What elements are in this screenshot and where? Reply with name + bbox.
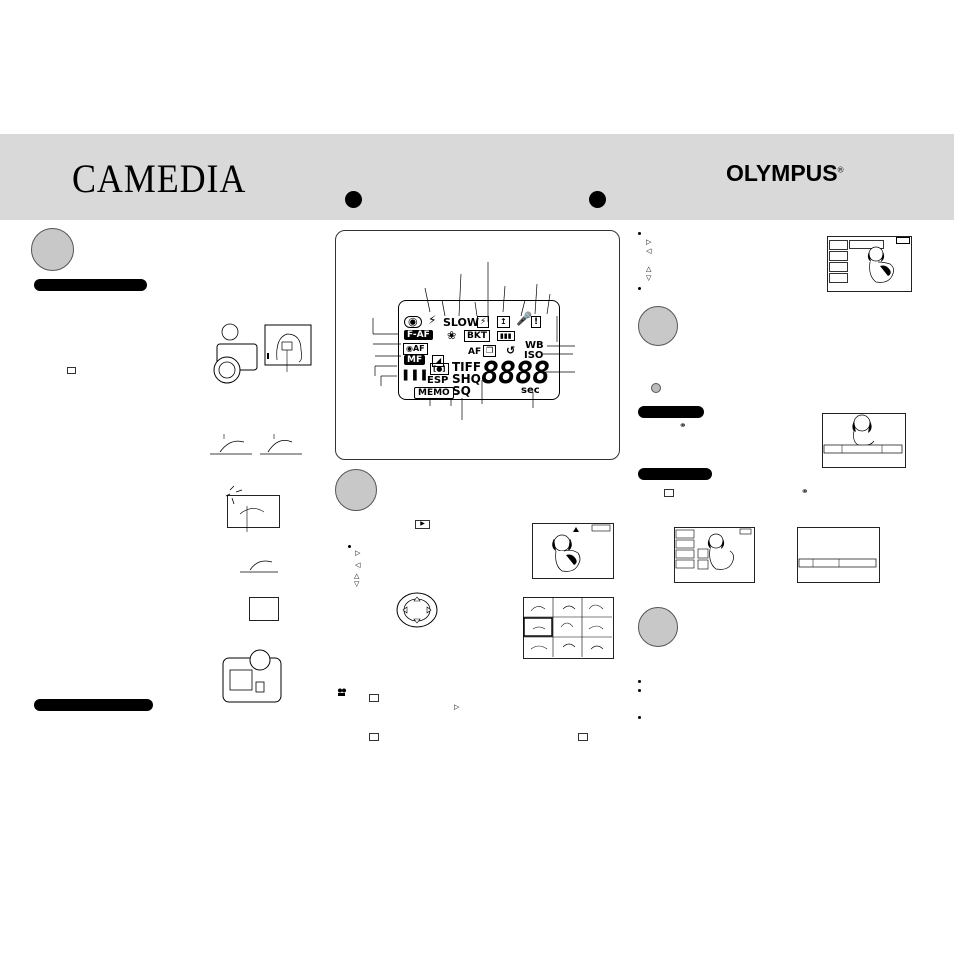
control-panel-lcd xyxy=(398,300,560,400)
arrow-left-icon-3: ◁ xyxy=(646,247,652,255)
erase-menu-content xyxy=(675,528,752,570)
macro-flower-icon: ❀ xyxy=(447,329,457,342)
menu-highlight[interactable] xyxy=(849,240,884,249)
oaf-indicator: ◉AF xyxy=(403,343,428,355)
bullet xyxy=(638,287,641,290)
section-bar-3 xyxy=(638,406,704,418)
header-banner xyxy=(0,134,954,220)
section-circle-4 xyxy=(638,607,678,647)
olympus-logo: OLYMPUS® xyxy=(726,160,844,186)
section-circle-3 xyxy=(638,306,678,346)
arrow-right-icon: ▷ xyxy=(355,549,361,557)
arrow-right-icon-2: ▷ xyxy=(454,703,460,711)
arrow-up-icon-3: △ xyxy=(646,265,652,273)
stabilizer-icon: ❚❚❚ xyxy=(401,368,429,381)
shutter-full-press-illustration xyxy=(240,560,278,573)
red-eye-icon: ◉ xyxy=(404,316,422,328)
iso-indicator: ISO xyxy=(524,350,544,361)
index-grid xyxy=(523,597,612,657)
protect-icon: ⚭ xyxy=(679,420,687,430)
exposure-comp-icon: ◢ xyxy=(432,355,445,367)
menu-tab-3[interactable] xyxy=(829,262,848,272)
menu-icon-3 xyxy=(578,733,588,741)
erase-confirm-screen xyxy=(797,527,880,583)
section-circle-1 xyxy=(31,228,74,271)
shutter-press-illustration xyxy=(210,434,302,455)
battery-mark xyxy=(896,237,910,244)
page-marker-dot-left xyxy=(345,191,362,208)
arrow-right-icon-3: ▷ xyxy=(646,238,652,246)
battery-icon: ▮▮▮ xyxy=(497,331,515,341)
bullet xyxy=(638,689,641,692)
control-panel-diagram xyxy=(335,230,620,460)
microphone-icon: 🎤 xyxy=(516,312,533,327)
self-timer-icon: ↺ xyxy=(506,344,516,357)
bullet xyxy=(638,716,641,719)
protect-icon-2: ⚭ xyxy=(801,486,809,496)
menu-icon-2 xyxy=(369,733,379,741)
arrow-left-icon: ◁ xyxy=(355,561,361,569)
dog-image-3 xyxy=(823,414,903,454)
shq-indicator: SHQ xyxy=(452,372,481,386)
menu-tab-1[interactable] xyxy=(829,240,848,250)
section-bar-2 xyxy=(34,699,153,711)
slow-indicator: SLOW xyxy=(443,316,480,329)
card-icon: ↥ xyxy=(497,316,510,328)
movie-icon-2 xyxy=(337,683,346,696)
camera-back-illustration xyxy=(222,649,282,703)
wb-indicator: WB xyxy=(525,340,544,351)
tiff-indicator: TIFF xyxy=(452,360,482,374)
menu-tab-4[interactable] xyxy=(829,273,848,283)
frame-counter-digits: 8888 xyxy=(481,356,550,391)
arrow-down-icon: ▽ xyxy=(354,580,360,588)
sec-indicator: sec xyxy=(521,385,540,396)
af-indicator: AF xyxy=(468,347,482,357)
review-screen-small xyxy=(249,597,279,621)
erase-confirm-bar xyxy=(798,558,877,568)
dog-image-2 xyxy=(867,246,894,283)
sequence-icon: ❐ xyxy=(483,345,497,357)
movie-icon xyxy=(127,694,136,707)
faf-indicator: F-AF xyxy=(404,330,433,340)
bullet xyxy=(638,680,641,683)
arrow-up-icon: △ xyxy=(354,572,360,580)
index-display xyxy=(523,597,614,659)
dog-image xyxy=(552,524,611,572)
play-icon: ▶ xyxy=(415,520,430,529)
flash-burst-icon xyxy=(225,485,265,532)
warning-icon: ! xyxy=(531,316,542,328)
flash-mode-icon: ⚡ xyxy=(477,316,490,328)
callout-lines xyxy=(372,262,575,420)
record-icon xyxy=(67,367,76,374)
bullet xyxy=(348,545,351,548)
section-circle-2 xyxy=(335,469,377,511)
section-bar-4 xyxy=(638,468,712,480)
metering-icon: [●] xyxy=(430,363,449,375)
bullet xyxy=(638,232,641,235)
bkt-indicator: BKT xyxy=(464,330,490,342)
flash-scene-screen xyxy=(227,495,280,528)
memo-indicator: MEMO xyxy=(414,387,454,399)
camedia-logo: CAMEDIA xyxy=(72,156,247,201)
menu-icon xyxy=(369,694,379,702)
arrow-pad-icon xyxy=(396,592,438,628)
arrow-down-icon-3: ▽ xyxy=(646,274,652,282)
page-marker-dot-right xyxy=(589,191,606,208)
esp-indicator: ESP xyxy=(427,375,449,386)
mf-indicator: MF xyxy=(404,355,426,365)
sq-indicator: SQ xyxy=(452,384,471,398)
flash-off-icon: ⚡ xyxy=(428,313,437,327)
section-bar-1 xyxy=(34,279,147,291)
menu-tab-2[interactable] xyxy=(829,251,848,261)
menu-icon-4 xyxy=(664,489,674,497)
camera-illustration xyxy=(213,323,312,384)
lamp-icon xyxy=(651,383,661,393)
